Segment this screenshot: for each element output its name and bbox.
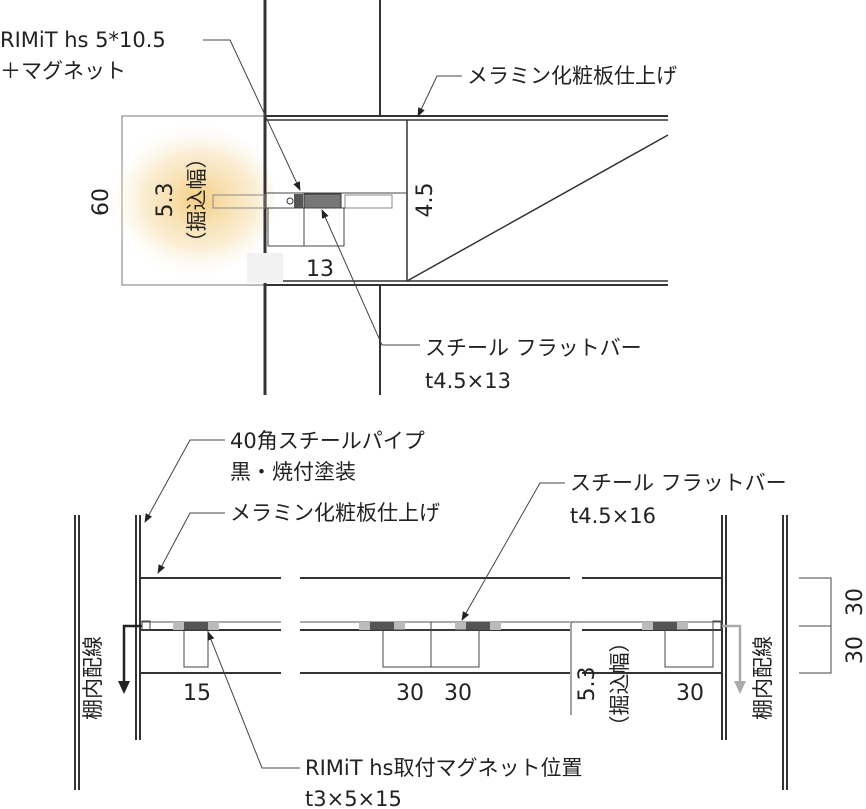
light-glow [85,120,275,280]
label-flat-bar-size-bottom: t4.5×16 [570,504,656,528]
dimension-5-3-bottom: 5.3 [575,667,600,702]
label-magnet-position: RIMiT hs取付マグネット位置 [305,756,583,780]
diagonal-line [406,134,669,282]
magnet-right [642,622,688,630]
rimit-light-body [294,194,303,208]
wiring-arrow-right [722,624,742,683]
dimension-60: 60 [89,188,114,216]
dimension-right-top: 30 [843,588,866,616]
dimension-15: 15 [183,681,211,706]
label-rimit-magnet: ＋マグネット [0,59,126,83]
label-melamine-finish-bottom: メラミン化粧板仕上げ [230,501,440,525]
magnet-left [173,622,219,630]
wiring-arrow-left [122,624,142,683]
dimension-4-5: 4.5 [413,183,438,218]
label-flat-bar-size-top: t4.5×13 [425,369,511,393]
dimension-30-b: 30 [444,681,472,706]
label-rimit-model: RIMiT hs 5*10.5 [0,28,166,52]
bottom-section-detail: 40角スチールパイプ 黒・焼付塗装 メラミン化粧板仕上げ スチール フラットバー… [74,429,866,809]
label-wiring-right: 棚内配線 [751,636,775,720]
label-magnet-size: t3×5×15 [305,787,402,809]
magnet-center-1 [359,622,405,630]
label-steel-flat-bar-bottom: スチール フラットバー [570,471,787,495]
label-wiring-left: 棚内配線 [81,636,105,720]
steel-flat-bar-magnet [303,193,342,209]
label-steel-flat-bar-top: スチール フラットバー [425,336,642,360]
dimension-right-bottom: 30 [843,636,866,664]
dimension-30-c: 30 [676,681,704,706]
dimension-13: 13 [306,257,334,282]
label-pipe-finish: 黒・焼付塗装 [230,460,356,484]
label-steel-pipe: 40角スチールパイプ [230,429,425,453]
top-section-detail: RIMiT hs 5*10.5 ＋マグネット メラミン化粧板仕上げ 60 5.3… [0,0,677,395]
dimension-5-3: 5.3 [153,183,178,218]
dimension-5-3-note-bottom: （掘込幅） [608,632,632,737]
magnet-center-2 [455,622,501,630]
label-melamine-finish-top: メラミン化粧板仕上げ [467,64,677,88]
dimension-30-a: 30 [396,681,424,706]
screw-icon [286,197,294,205]
dimension-5-3-note: （掘込幅） [185,148,209,253]
